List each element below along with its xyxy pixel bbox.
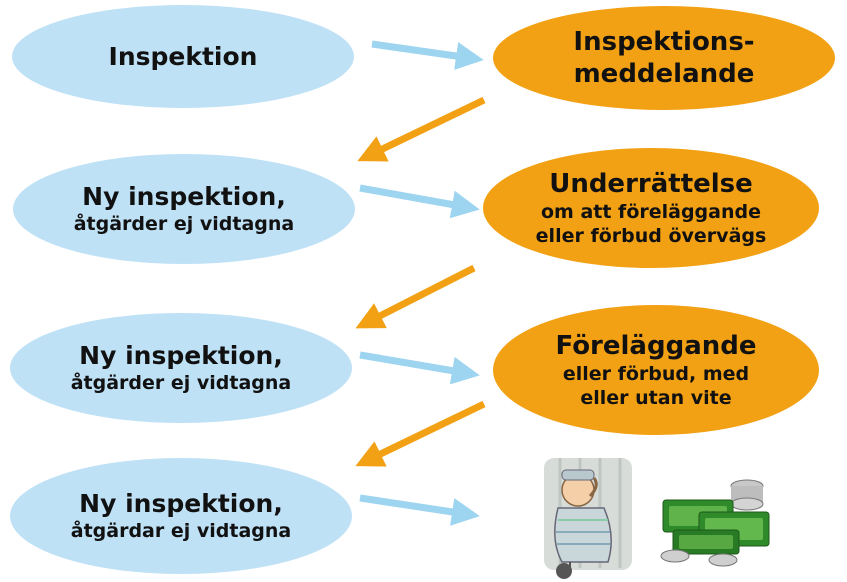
arrow-message-to-new1: [357, 96, 486, 162]
arrow-notice-to-new2: [355, 264, 476, 329]
node-new1-line1: Ny inspektion,: [82, 182, 286, 211]
node-new3-line2: åtgärdar ej vidtagna: [70, 520, 292, 542]
money-stack-icon: [660, 479, 770, 567]
node-notice-line2: om att föreläggande: [540, 201, 761, 223]
node-injunction-line3: eller utan vite: [580, 387, 732, 409]
arrow-new1-to-notice: [359, 184, 480, 219]
node-new2-line2: åtgärder ej vidtagna: [70, 372, 292, 394]
node-new1-line2: åtgärder ej vidtagna: [73, 213, 295, 235]
node-notice: Underrättelse om att föreläggande eller …: [483, 148, 819, 268]
node-new-inspection-1: Ny inspektion, åtgärder ej vidtagna: [13, 154, 355, 264]
node-injunction: Föreläggande eller förbud, med eller uta…: [493, 305, 819, 435]
node-new-inspection-2: Ny inspektion, åtgärder ej vidtagna: [10, 313, 352, 423]
node-inspection-label: Inspektion: [108, 42, 258, 71]
node-inspection: Inspektion: [12, 5, 354, 108]
node-new3-line1: Ny inspektion,: [79, 489, 283, 518]
node-notice-line1: Underrättelse: [549, 169, 753, 199]
node-message-line1: Inspektions-: [573, 27, 755, 57]
node-inspection-message: Inspektions- meddelande: [493, 6, 835, 110]
node-new-inspection-3: Ny inspektion, åtgärdar ej vidtagna: [10, 458, 352, 574]
arrow-inspection-to-message: [371, 40, 484, 70]
node-message-line2: meddelande: [573, 59, 755, 89]
prisoner-with-ball-and-chain-icon: [544, 458, 632, 579]
node-injunction-line2: eller förbud, med: [562, 363, 750, 385]
arrow-new2-to-injunction: [359, 351, 480, 385]
node-new2-line1: Ny inspektion,: [79, 341, 283, 370]
arrow-injunction-to-new3: [355, 400, 486, 467]
node-notice-line3: eller förbud övervägs: [535, 225, 767, 247]
node-injunction-line1: Föreläggande: [555, 331, 757, 361]
arrow-new3-to-consequences: [359, 494, 480, 526]
